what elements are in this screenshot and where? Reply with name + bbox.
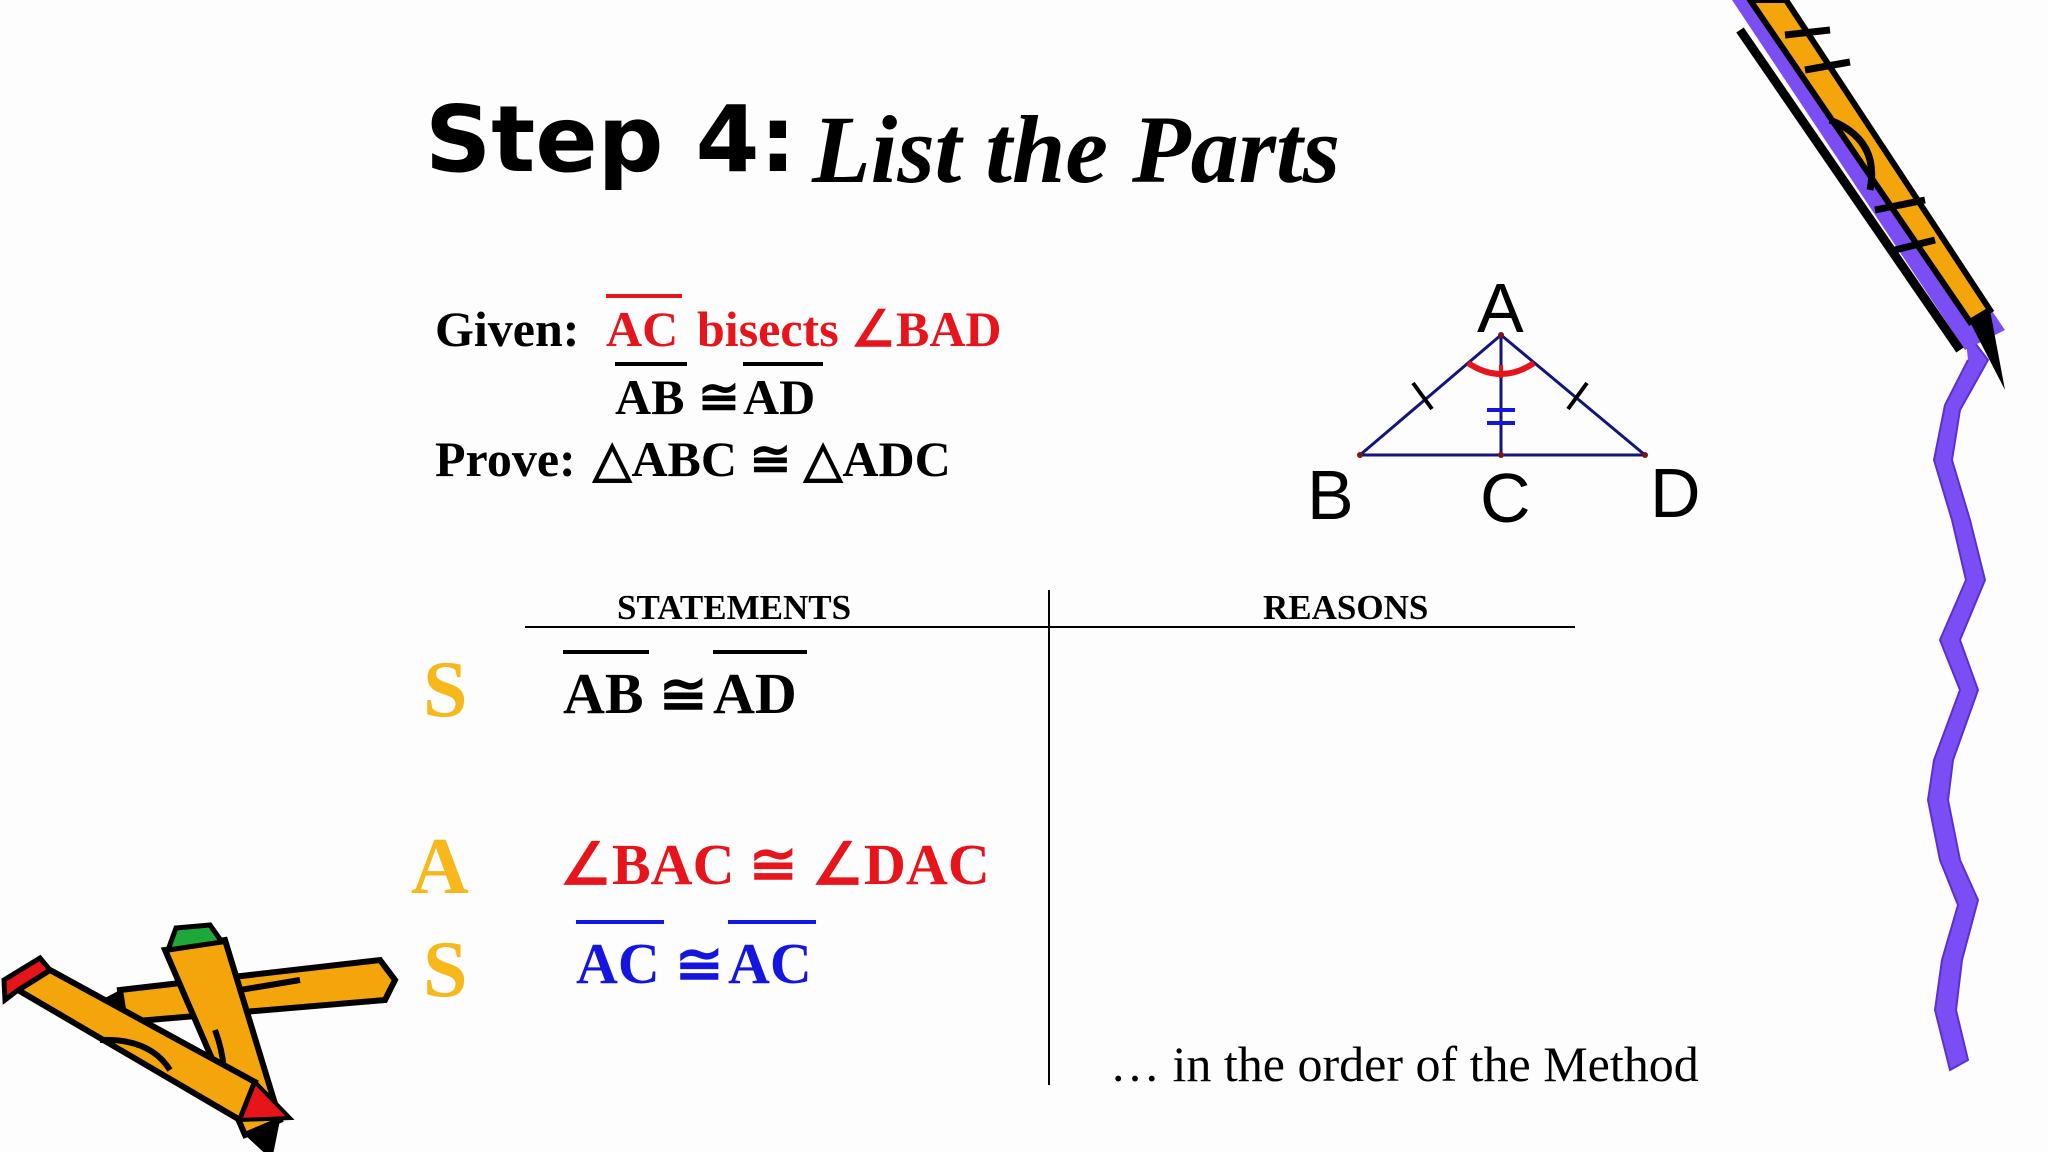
given-cong-symbol: ≅ — [698, 369, 740, 425]
vertex-label-a: A — [1477, 269, 1524, 347]
table-header-rule — [525, 626, 1575, 628]
row1-cong: ≅ — [659, 662, 708, 727]
pencil-stripe-icon — [1874, 196, 1926, 214]
tick-mark-ad — [1566, 381, 1589, 411]
pencil-stripe-icon — [1894, 236, 1936, 254]
vertex-a-dot — [1498, 332, 1504, 338]
given-seg-ab: AB — [615, 369, 685, 425]
pencil-edge-icon — [1736, 27, 1964, 353]
method-note: … in the order of the Method — [1110, 1036, 1699, 1092]
prove-label: Prove: — [435, 431, 576, 487]
row3-letter: S — [423, 926, 468, 1014]
given-seg-ad: AD — [743, 369, 816, 425]
row3-left: AC — [576, 931, 660, 996]
overline-ad-row1 — [713, 650, 807, 654]
step-title: Step 4: — [425, 86, 797, 193]
overline-ac-row3-left — [576, 920, 664, 924]
row3-cong: ≅ — [675, 932, 724, 997]
side-ab — [1359, 333, 1502, 457]
vertex-c-dot — [1498, 452, 1504, 458]
pencil-stripe-icon — [1784, 26, 1831, 39]
overline-ab-row1 — [563, 650, 649, 654]
given-label: Given: — [435, 301, 580, 357]
vertex-b-dot — [1357, 452, 1363, 458]
row1-left: AB — [563, 661, 644, 726]
reasons-header: REASONS — [1263, 588, 1429, 627]
row2-letter: A — [411, 823, 469, 911]
vertex-label-d: D — [1650, 454, 1701, 532]
overline-ac-row3-right — [728, 920, 816, 924]
given-bisects: bisects ∠BAD — [697, 301, 1002, 357]
vertex-label-c: C — [1480, 459, 1531, 537]
row3-right: AC — [728, 931, 812, 996]
given-segment-ac: AC — [606, 301, 679, 357]
pencil-bottom-icon — [1, 954, 295, 1125]
vertex-d-dot — [1642, 452, 1648, 458]
pencil-clipart-right — [1732, 0, 2005, 1072]
side-ad — [1500, 333, 1646, 457]
triangle-diagram — [1357, 332, 1648, 458]
prove-statement: △ABC ≅ △ADC — [593, 431, 951, 487]
vertex-label-b: B — [1307, 456, 1354, 534]
overline-ac-given — [606, 294, 682, 298]
pencil-tip-icon — [1970, 310, 2005, 390]
step-subtitle: List the Parts — [812, 96, 1341, 203]
row1-right: AD — [713, 661, 797, 726]
overline-ab-given — [615, 362, 687, 366]
purple-scribble-icon — [1926, 329, 1990, 1072]
pencils-clipart-left — [1, 922, 399, 1152]
pencil-stripe-icon — [1828, 116, 1876, 191]
row1-letter: S — [423, 646, 468, 734]
tick-mark-ab — [1411, 381, 1434, 411]
overline-ad-given — [743, 362, 823, 366]
row2-statement: ∠BAC ≅ ∠DAC — [560, 832, 990, 897]
statements-header: STATEMENTS — [617, 588, 852, 627]
table-column-divider — [1048, 590, 1050, 1085]
pencil-stripe-icon — [1804, 58, 1851, 74]
